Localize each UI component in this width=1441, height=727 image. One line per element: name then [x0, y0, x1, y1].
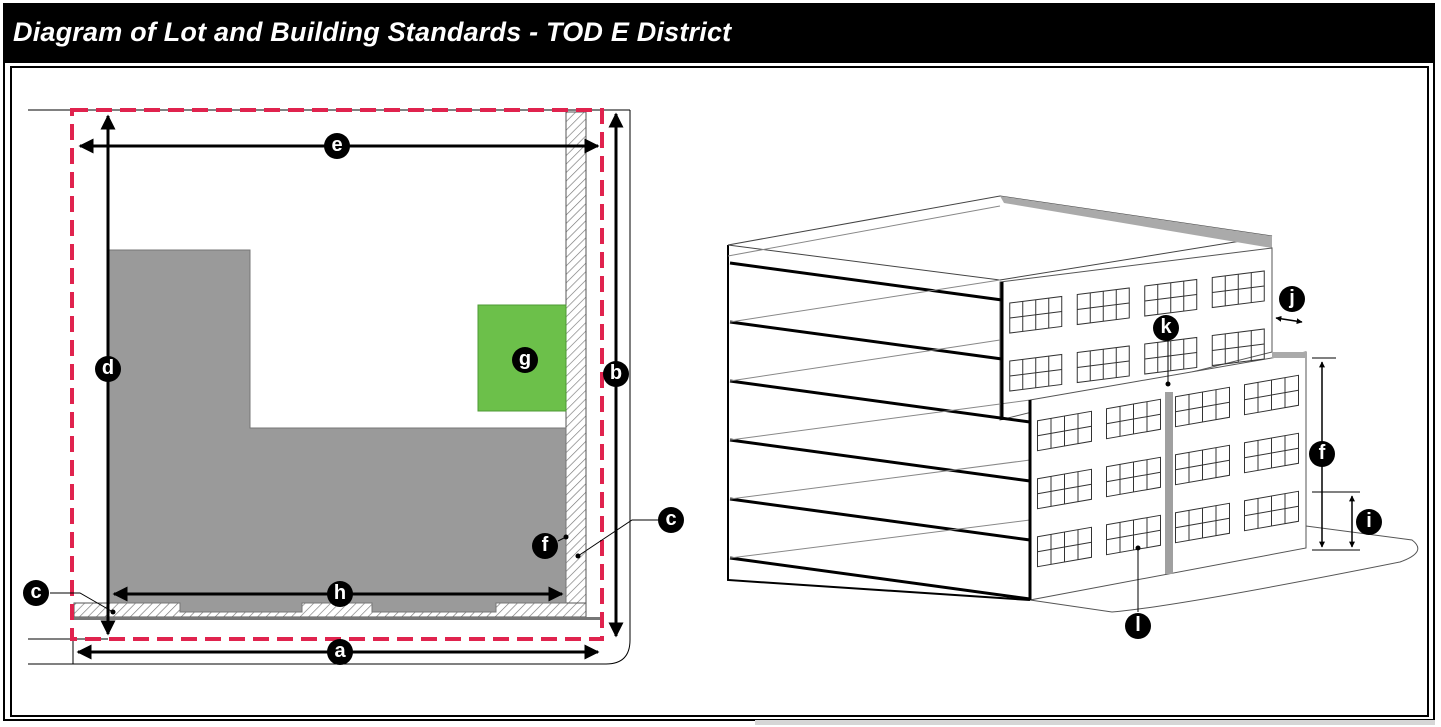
window — [1144, 336, 1198, 375]
label-marker-h: h — [327, 581, 353, 607]
plan-view: e d b g f c c h a — [23, 108, 684, 665]
leader-dot — [563, 534, 569, 540]
roof-parapet — [1000, 196, 1272, 248]
label-marker-a: a — [327, 639, 353, 665]
front-lot-edge — [74, 617, 602, 620]
label-marker-c: c — [658, 507, 684, 533]
window — [1076, 345, 1130, 384]
svg-text:l: l — [1135, 614, 1141, 636]
svg-text:f: f — [1319, 442, 1326, 464]
dimension-line-j — [1275, 315, 1303, 325]
leader-c-left — [50, 592, 114, 613]
svg-text:c: c — [665, 508, 676, 530]
front-setback-hatch — [73, 602, 587, 618]
window — [1175, 386, 1230, 428]
diagram-panel — [10, 66, 1429, 717]
window — [1175, 444, 1230, 486]
window — [1076, 287, 1130, 326]
window — [1037, 526, 1092, 568]
step-back-ledge — [1272, 352, 1306, 358]
diagram-title: Diagram of Lot and Building Standards - … — [13, 17, 732, 47]
roof-edge-line — [727, 205, 1001, 257]
label-marker-i: i — [1356, 509, 1382, 535]
svg-text:i: i — [1366, 510, 1372, 532]
leader-dot — [575, 553, 581, 559]
left-section-outline — [727, 245, 1031, 601]
label-marker-d: d — [95, 356, 121, 382]
window — [1009, 353, 1063, 392]
window — [1106, 456, 1161, 498]
label-marker-f: f — [532, 533, 558, 559]
window — [1106, 398, 1161, 440]
facade-recess — [1165, 392, 1173, 574]
leader-dot — [1135, 545, 1141, 551]
svg-text:a: a — [334, 640, 346, 662]
window — [1175, 502, 1230, 544]
svg-text:b: b — [610, 362, 622, 384]
svg-text:j: j — [1288, 287, 1295, 309]
title-bar: Diagram of Lot and Building Standards - … — [5, 5, 1433, 63]
window — [1106, 514, 1161, 556]
svg-text:k: k — [1160, 316, 1172, 338]
leader-dot — [1165, 381, 1171, 387]
window — [1211, 270, 1265, 309]
label-marker-j: j — [1279, 286, 1305, 312]
svg-text:g: g — [519, 348, 531, 370]
side-setback-hatch — [565, 111, 587, 618]
window — [1244, 490, 1299, 532]
leader-c-right — [577, 519, 658, 557]
label-marker-g: g — [512, 347, 538, 373]
lot-line — [70, 108, 604, 641]
bottom-strip — [755, 720, 1435, 725]
window — [1144, 278, 1198, 317]
windows — [1009, 270, 1299, 568]
floor-interior-lines — [729, 279, 1031, 559]
street-curb-line — [72, 110, 631, 665]
window — [1037, 468, 1092, 510]
window — [1244, 432, 1299, 474]
svg-text:c: c — [30, 581, 41, 603]
svg-text:h: h — [334, 582, 346, 604]
window — [1037, 410, 1092, 452]
svg-text:f: f — [542, 534, 549, 556]
building-footprint — [107, 249, 567, 613]
label-marker-b: b — [603, 361, 629, 387]
svg-text:e: e — [331, 134, 342, 156]
label-marker-l: l — [1125, 613, 1151, 639]
window — [1009, 295, 1063, 334]
building-perspective-view: j k f i l — [727, 195, 1419, 639]
floor-plates — [729, 261, 1031, 601]
label-marker-c: c — [23, 580, 49, 606]
label-marker-f: f — [1309, 441, 1335, 467]
label-marker-e: e — [324, 133, 350, 159]
svg-text:d: d — [102, 357, 114, 379]
window — [1211, 328, 1265, 367]
window — [1244, 374, 1299, 416]
label-marker-k: k — [1153, 315, 1179, 341]
leader-dot — [110, 609, 116, 615]
